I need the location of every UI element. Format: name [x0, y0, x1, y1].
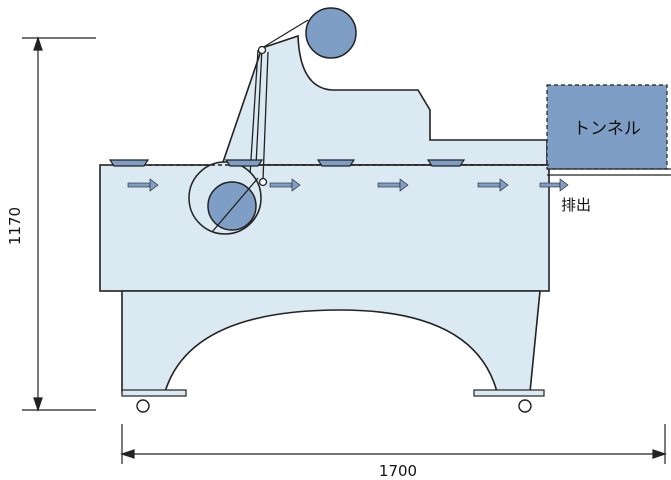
tray-4 — [426, 159, 466, 167]
product-trays — [108, 159, 466, 167]
upper-housing — [220, 34, 548, 166]
right-caster — [518, 399, 532, 413]
flow-arrow-3 — [377, 178, 409, 192]
flow-arrows — [127, 178, 569, 192]
height-dimension — [22, 36, 96, 412]
left-caster — [136, 399, 150, 413]
width-label: 1700 — [379, 462, 417, 480]
height-label: 1170 — [6, 207, 24, 245]
tunnel-box — [546, 84, 668, 170]
flow-arrow-exit — [539, 178, 569, 192]
machine-base — [121, 290, 541, 393]
width-dimension — [120, 424, 667, 464]
tray-2 — [224, 159, 264, 167]
exit-label: 排出 — [561, 196, 591, 214]
tray-3 — [316, 159, 356, 167]
left-foot — [121, 389, 187, 397]
lower-roll-film-line — [211, 177, 259, 233]
flow-arrow-4 — [477, 178, 509, 192]
right-foot — [473, 389, 545, 397]
tunnel-label: トンネル — [573, 119, 641, 139]
flow-arrow-2 — [269, 178, 301, 192]
flow-arrow-1 — [127, 178, 159, 192]
top-film-roll — [305, 7, 357, 59]
film-path — [249, 19, 309, 187]
tray-1 — [108, 159, 150, 167]
